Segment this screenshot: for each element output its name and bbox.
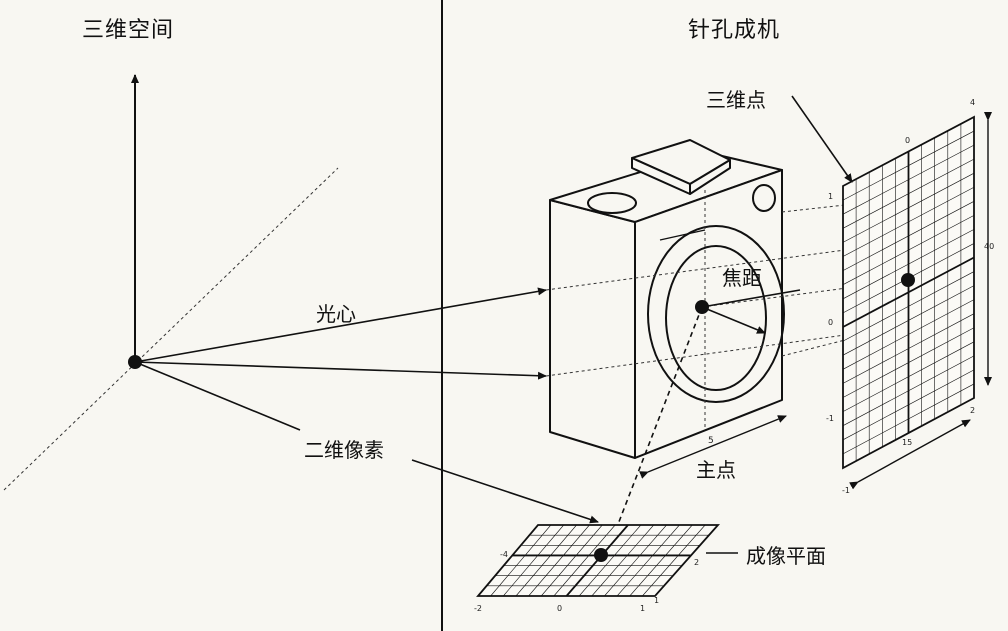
image-plane-grid-line (616, 524, 680, 597)
image-plane-grid-line (528, 524, 590, 597)
image-plane-grid-line (578, 524, 642, 597)
target-grid-grid-line (842, 271, 975, 342)
image-plane-grid-line (629, 524, 693, 597)
target-grid-grid-line (842, 285, 975, 356)
principal-point-label: 主点 (696, 458, 736, 482)
dashed-diagonal-axis (3, 167, 339, 491)
target-grid-grid-line (842, 144, 975, 215)
image-plane-grid-line (553, 524, 616, 597)
target-dim-width: 15 (902, 438, 913, 447)
target-grid-grid-line (842, 130, 975, 201)
image-plane-grid-line (591, 524, 654, 597)
image-plane-grid-line (515, 524, 577, 597)
target-grid-grid-line (842, 158, 975, 229)
target-grid-grid-line (842, 313, 975, 384)
target-grid-grid-line (842, 201, 975, 271)
focal-length-arrow (701, 306, 766, 334)
pixel-label-arrow (411, 459, 599, 524)
target-grid-grid-line (842, 229, 975, 300)
origin-point (128, 355, 142, 369)
ray-to-image-plane (134, 361, 301, 431)
camera-dim-line (639, 415, 787, 479)
target-dim-height: 40 (984, 242, 995, 251)
target-tick-left-upper: 1 (828, 192, 834, 201)
target-tick-top: 0 (905, 136, 911, 145)
image-plane-grid-line (540, 524, 603, 597)
image-tick-left: -4 (500, 550, 508, 559)
focal-to-target-line (701, 289, 801, 308)
target-tick-bottom-left: -1 (842, 486, 850, 495)
camera-dim-label: 5 (708, 436, 714, 446)
principal-point (695, 300, 709, 314)
target-width-dim (849, 419, 971, 490)
right-panel-title: 针孔成机 (688, 18, 781, 43)
image-tick-right-lower: 1 (654, 596, 660, 605)
target-grid (842, 115, 975, 470)
image-tick-bottom-mid: 0 (557, 604, 563, 613)
image-tick-bottom-left: -2 (474, 604, 482, 613)
target-grid-grid-line (842, 355, 975, 426)
image-tick-right-upper: 2 (694, 558, 700, 567)
image-plane-grid-line (604, 524, 667, 597)
point-3d-label: 三维点 (706, 88, 766, 112)
target-grid-grid-line (842, 341, 975, 412)
target-grid-grid-line (842, 256, 975, 328)
target-grid-grid-line (842, 186, 975, 257)
ray-to-upper-camera (134, 287, 547, 363)
camera-lens (647, 225, 785, 403)
image-plane-grid-line (490, 524, 552, 597)
target-grid-grid-line (842, 299, 975, 370)
target-tick-left-mid: 0 (828, 318, 834, 327)
target-tick-top-right: 4 (970, 98, 976, 107)
pixel-2d-label: 二维像素 (304, 438, 384, 462)
focal-length-label: 焦距 (722, 266, 762, 290)
ray-to-lower-camera (134, 361, 547, 380)
image-plane-grid-line (503, 524, 564, 597)
left-panel-title: 三维空间 (82, 18, 175, 43)
target-tick-bottom-right: 2 (970, 406, 976, 415)
optical-center-label: 光心 (316, 302, 356, 326)
target-tick-left-lower: -1 (826, 414, 834, 423)
target-point-label-arrow (791, 95, 853, 183)
pixel-point (594, 548, 608, 562)
target-grid-grid-line (842, 215, 975, 285)
target-point (901, 273, 915, 287)
target-grid-grid-line (842, 172, 975, 243)
image-plane-label: 成像平面 (746, 544, 826, 568)
target-grid-grid-line (842, 327, 975, 398)
image-plane-grid-line (642, 524, 706, 597)
image-tick-bottom-right: 1 (640, 604, 646, 613)
